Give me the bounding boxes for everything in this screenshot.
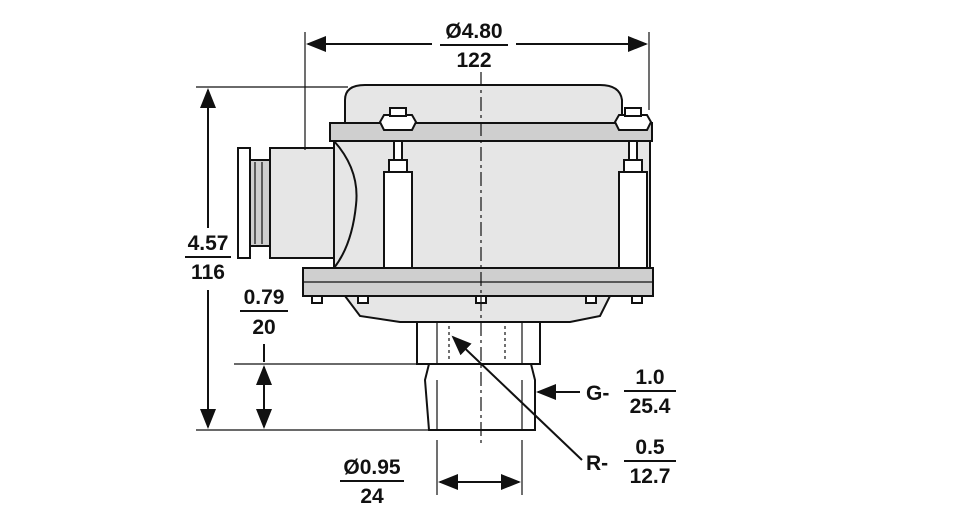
dimension-port-depth: 0.79 20 [234,286,424,429]
g-thread-mm: 25.4 [630,395,671,418]
dimension-height: 4.57 116 [185,86,428,431]
dim-port-diameter-mm: 24 [360,485,384,508]
device-body [237,72,654,445]
dimension-port-diameter: Ø0.95 24 [340,440,523,508]
dim-height-inch: 4.57 [188,232,229,255]
r-thread-inch: 0.5 [635,436,665,459]
r-thread-mm: 12.7 [630,465,671,488]
side-cap [237,147,251,259]
housing-curve [333,140,358,269]
r-thread-prefix: R- [586,452,608,475]
g-thread-prefix: G- [586,382,609,405]
side-cap-neck [247,159,271,247]
bottom-bell [343,295,612,323]
dim-port-depth-mm: 20 [252,316,275,339]
main-housing [333,140,651,269]
dim-diameter-top-inch: Ø4.80 [445,20,502,43]
callout-r-thread: R- 0.5 12.7 [451,335,676,488]
lower-port-fitting [423,363,536,431]
callout-g-thread: G- 1.0 25.4 [536,366,676,418]
g-thread-inch: 1.0 [635,366,664,389]
dim-diameter-top-mm: 122 [456,49,491,72]
right-column [618,171,648,269]
upper-plate [329,122,653,142]
dim-port-depth-inch: 0.79 [244,286,285,309]
left-column [383,171,413,269]
dimension-diameter-top: Ø4.80 122 [304,20,650,150]
top-cover [344,84,623,124]
dim-port-diameter-inch: Ø0.95 [343,456,401,479]
side-connector [269,147,335,259]
dim-height-mm: 116 [191,261,225,284]
